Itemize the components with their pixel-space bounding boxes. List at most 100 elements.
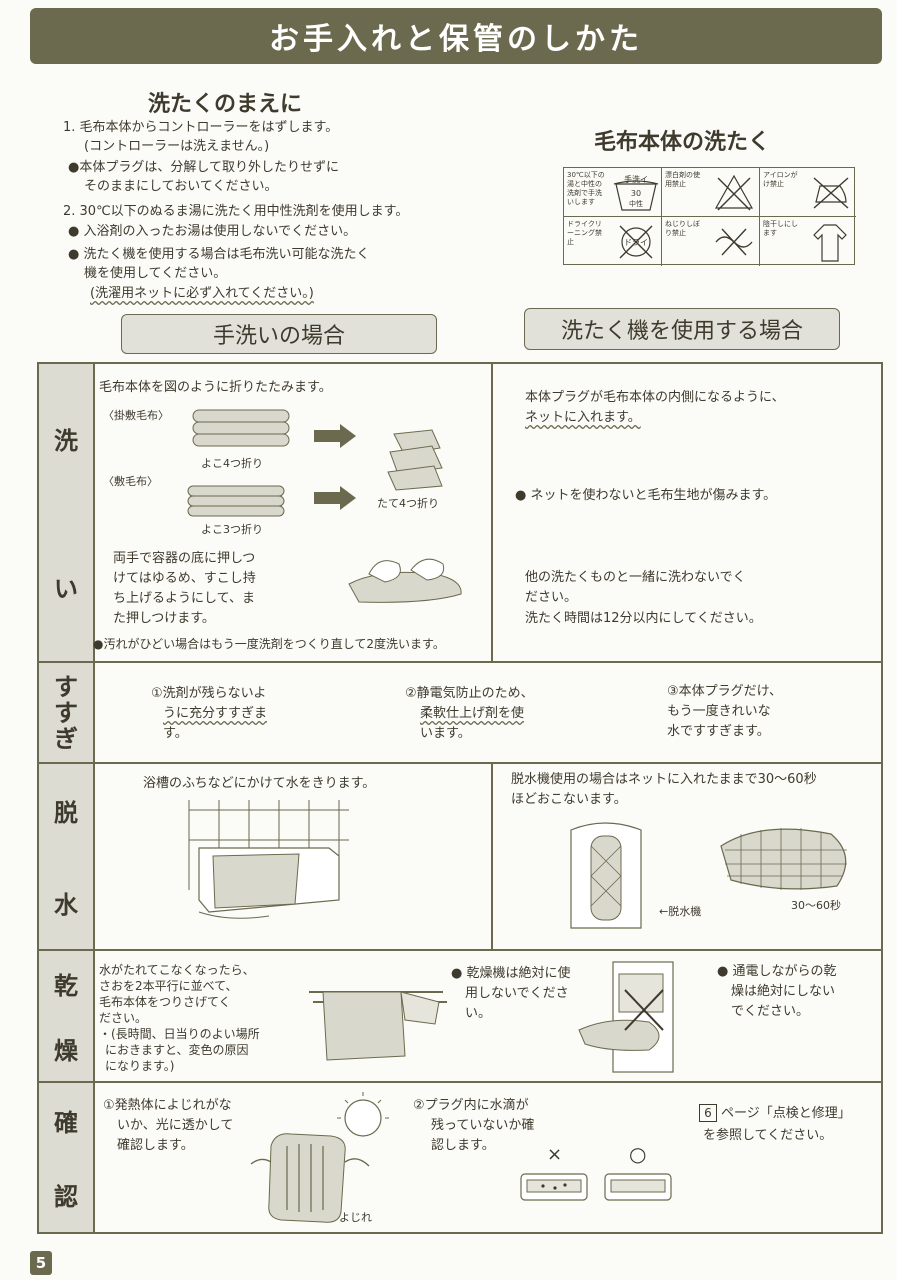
tab-machine-wash: 洗たく機を使用する場合 — [524, 308, 840, 350]
spin-dryer-image — [570, 822, 642, 929]
tate-fold-label: たて4つ折り — [377, 497, 439, 510]
twist-label: よじれ — [339, 1211, 372, 1224]
care-handwash: 30℃以下の湯と中性の洗剤で手洗いします 手洗イ 30 中性 — [564, 168, 662, 217]
svg-text:30: 30 — [631, 189, 641, 198]
dirty-note: ●汚れがひどい場合はもう一度洗剤をつくり直して2度洗います。 — [93, 637, 445, 651]
machine-warning: ● ネットを使わないと毛布生地が傷みます。 — [515, 488, 777, 503]
row-label-spin: 脱水 — [39, 764, 95, 949]
shiki-label: 〈敷毛布〉 — [103, 475, 158, 488]
care-no-iron: アイロンがけ禁止 — [760, 168, 856, 217]
folded-blanket-4-image — [192, 409, 290, 447]
step2-bullet2b: 機を使用してください。 — [84, 266, 227, 281]
care-no-dryclean: ドライクリーニング禁止 ドライ — [564, 217, 662, 266]
shade-dry-shirt-icon — [813, 224, 847, 262]
dry-text3: 毛布本体をつりさげてく — [99, 995, 231, 1009]
rinse1-line1: ①洗剤が残らないよ — [151, 686, 267, 701]
ng-mark: × — [547, 1144, 563, 1165]
fold-title: 毛布本体を図のように折りたたみます。 — [99, 380, 332, 395]
bathtub-image — [188, 800, 349, 919]
ok-mark: ○ — [629, 1142, 647, 1166]
body-wash-heading: 毛布本体の洗たく — [594, 130, 771, 155]
ref-page-number: 6 — [699, 1104, 717, 1122]
check2-line1: ②プラグ内に水滴が — [413, 1098, 529, 1113]
rinse1-line2: うに充分すすぎま — [163, 706, 268, 721]
no-wring-icon — [715, 228, 753, 256]
page-title: お手入れと保管のしかた — [30, 8, 882, 64]
machine-other-line2: ださい。 — [525, 590, 578, 605]
kake-label: 〈掛敷毛布〉 — [103, 409, 169, 422]
dry-text5: ・(長時間、日当りのよい場所 — [99, 1027, 260, 1041]
care-label-table: 30℃以下の湯と中性の洗剤で手洗いします 手洗イ 30 中性 漂白剤の使用禁止 … — [563, 167, 856, 266]
care-no-bleach: 漂白剤の使用禁止 — [662, 168, 760, 217]
tab-hand-wash: 手洗いの場合 — [121, 314, 437, 354]
before-wash-heading: 洗たくのまえに — [148, 92, 303, 117]
press-line1: 両手で容器の底に押しつ — [113, 551, 256, 566]
care-shade-dry: 陰干しにします — [760, 217, 856, 266]
step2: 2. 30℃以下のぬるま湯に洗たく用中性洗剤を使用します。 — [63, 204, 409, 219]
rinse3-line2: もう一度きれいな — [667, 704, 771, 719]
arrow-right-icon — [314, 486, 356, 510]
check1-line3: 確認します。 — [117, 1138, 194, 1153]
folded-blanket-tate-image — [387, 429, 443, 491]
heater-check-image — [250, 1092, 389, 1223]
dry-text2: さおを2本平行に並べて、 — [99, 979, 238, 993]
dryer-warning-line1: ● 乾燥機は絶対に使 — [451, 966, 571, 981]
instruction-table: 洗い すすぎ 脱水 乾燥 確認 毛布本体を図のように折りたたみます。 〈掛敷毛布… — [37, 362, 883, 1234]
check2-line3: 認します。 — [431, 1138, 495, 1153]
arrow-right-icon — [314, 424, 356, 448]
dry-text1: 水がたれてこなくなったら、 — [99, 963, 255, 977]
dryer-warning-line3: い。 — [465, 1006, 492, 1021]
hanging-blanket-image — [309, 991, 447, 1061]
net-blanket-image — [720, 828, 847, 890]
rinse2-line1: ②静電気防止のため、 — [405, 686, 534, 701]
dry-text6: におきますと、変色の原因 — [105, 1043, 249, 1057]
no-dryclean-icon: ドライ — [619, 225, 653, 259]
press-line4: た押しつけます。 — [113, 611, 215, 626]
rinse2-line2: 柔軟仕上げ剤を使 — [420, 706, 525, 721]
row-label-wash: 洗い — [39, 364, 95, 661]
step2-bullet1: ● 入浴剤の入ったお湯は使用しないでください。 — [68, 224, 357, 239]
heater-warning-line1: ● 通電しながらの乾 — [717, 964, 837, 979]
page-number: 5 — [30, 1251, 52, 1275]
press-line3: ち上げるようにして、ま — [113, 591, 255, 606]
heater-warning-line2: 燥は絶対にしない — [731, 984, 836, 999]
row-divider — [39, 949, 881, 951]
svg-text:中性: 中性 — [629, 199, 643, 208]
step1: 1. 毛布本体からコントローラーをはずします。 — [63, 120, 339, 135]
no-dryer-image — [578, 961, 674, 1073]
ref-line2: を参照してください。 — [703, 1128, 833, 1143]
step2-bullet2a: ● 洗たく機を使用する場合は毛布洗い可能な洗たく — [68, 247, 370, 262]
step2-note: (洗濯用ネットに必ず入れてください。) — [90, 286, 314, 301]
spin-dryer-label: ←脱水機 — [659, 905, 702, 918]
machine-time: 洗たく時間は12分以内にしてください。 — [525, 611, 762, 626]
no-bleach-icon — [714, 174, 754, 211]
machine-net-line2: ネットに入れます。 — [525, 410, 641, 425]
folded-blanket-3-image — [187, 485, 285, 517]
spin-seconds-label: 30〜60秒 — [791, 899, 841, 912]
row-divider — [39, 661, 881, 663]
step1-bullet1: ●本体プラグは、分解して取り外したりせずに — [68, 160, 339, 175]
handwash-icon: 手洗イ 30 中性 — [613, 174, 659, 211]
spin-hand-text: 浴槽のふちなどにかけて水をきります。 — [143, 776, 376, 791]
step1-sub: (コントローラーは洗えません。) — [84, 139, 270, 154]
heater-warning-line3: でください。 — [731, 1004, 810, 1019]
no-iron-icon — [813, 177, 849, 209]
check2-line2: 残っていないか確 — [431, 1118, 535, 1133]
check1-line1: ①発熱体によじれがな — [103, 1098, 232, 1113]
machine-other-line1: 他の洗たくものと一緒に洗わないでく — [525, 570, 746, 585]
kake-fold-label: よこ4つ折り — [201, 457, 263, 470]
rinse1-line3: す。 — [163, 726, 188, 741]
spin-machine-line1: 脱水機使用の場合はネットに入れたままで30〜60秒 — [511, 772, 817, 787]
step1-bullet2: そのままにしておいてください。 — [84, 179, 278, 194]
svg-text:手洗イ: 手洗イ — [624, 174, 648, 184]
col-divider — [491, 764, 493, 949]
rinse3-line3: 水ですすぎます。 — [667, 724, 770, 739]
row-divider — [39, 762, 881, 764]
dry-text4: ださい。 — [99, 1011, 148, 1025]
check1-line2: いか、光に透かして — [117, 1118, 234, 1133]
spin-machine-line2: ほどおこないます。 — [511, 792, 627, 807]
handwash-press-image — [348, 558, 462, 603]
press-line2: けてはゆるめ、すこし持 — [113, 571, 256, 586]
plug-compare-image — [520, 1173, 672, 1201]
dryer-warning-line2: 用しないでくださ — [465, 986, 569, 1001]
